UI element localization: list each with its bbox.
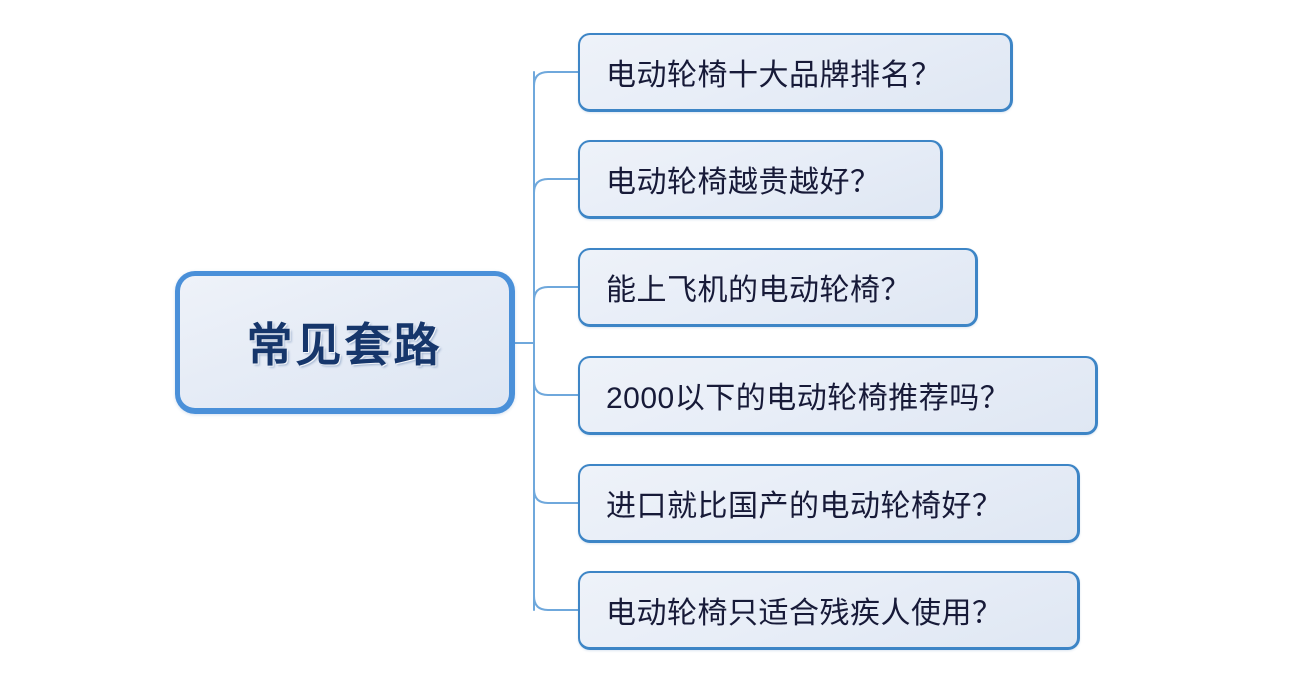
branch-connector-5 [533, 595, 579, 611]
mindmap-child-label: 电动轮椅十大品牌排名？ [606, 59, 942, 92]
mindmap-child-label: 能上飞机的电动轮椅？ [606, 274, 911, 307]
branch-connector-1 [533, 178, 579, 194]
mindmap-child-node[interactable]: 电动轮椅越贵越好？ [578, 140, 943, 219]
mindmap-child-node[interactable]: 进口就比国产的电动轮椅好？ [578, 464, 1080, 543]
mindmap-child-node[interactable]: 电动轮椅只适合残疾人使用？ [578, 571, 1080, 650]
root-node[interactable]: 常见套路 [175, 271, 515, 414]
mindmap-child-label: 2000以下的电动轮椅推荐吗？ [606, 382, 1011, 415]
branch-connector-2 [533, 286, 579, 302]
mindmap-child-node[interactable]: 能上飞机的电动轮椅？ [578, 248, 978, 327]
branch-connector-0 [533, 71, 579, 87]
mindmap-child-node[interactable]: 电动轮椅十大品牌排名？ [578, 33, 1013, 112]
mindmap-child-label: 进口就比国产的电动轮椅好？ [606, 490, 1003, 523]
root-node-label: 常见套路 [246, 319, 443, 371]
branch-connector-4 [533, 488, 579, 504]
mindmap-child-node[interactable]: 2000以下的电动轮椅推荐吗？ [578, 356, 1098, 435]
branch-connector-3 [533, 380, 579, 396]
mindmap-child-label: 电动轮椅越贵越好？ [606, 166, 881, 199]
mindmap-child-label: 电动轮椅只适合残疾人使用？ [606, 597, 1003, 630]
